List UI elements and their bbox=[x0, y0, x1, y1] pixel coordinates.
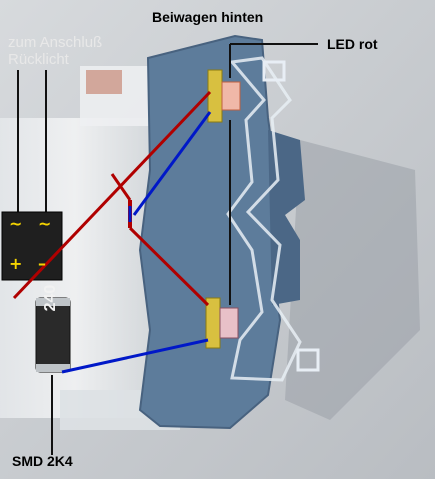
bridge-ac-left: ~ bbox=[9, 214, 23, 233]
wire-red-mid-2 bbox=[128, 226, 210, 307]
pcb-pad-bottom bbox=[296, 348, 320, 372]
wire-blue-top bbox=[132, 111, 212, 216]
wire-red-mid-1 bbox=[110, 173, 132, 201]
led-bottom bbox=[219, 307, 239, 339]
pcb-pad-top bbox=[262, 60, 286, 82]
led-label: LED rot bbox=[327, 36, 378, 52]
smd-resistor-cap-bottom bbox=[36, 364, 70, 372]
pcb-silkscreen bbox=[226, 56, 302, 382]
anschluss-label-line2: Rücklicht bbox=[8, 51, 69, 68]
smd-resistor-cap-top bbox=[36, 298, 70, 306]
acrylic-red-reflection bbox=[86, 70, 122, 94]
bridge-ac-right: ~ bbox=[38, 214, 52, 233]
wire-blue-bottom bbox=[61, 338, 209, 374]
beiwagen-label: Beiwagen hinten bbox=[152, 9, 264, 25]
wire-red-top bbox=[12, 90, 212, 300]
led-top bbox=[221, 81, 241, 111]
bridge-plus: + bbox=[9, 254, 23, 273]
bridge-minus: – bbox=[38, 254, 46, 273]
anschluss-label: zum Anschluß Rücklicht bbox=[8, 34, 102, 68]
smd-label: SMD 2K4 bbox=[12, 453, 73, 469]
resistor-code: 240 bbox=[42, 284, 59, 312]
anschluss-label-line1: zum Anschluß bbox=[8, 34, 103, 51]
